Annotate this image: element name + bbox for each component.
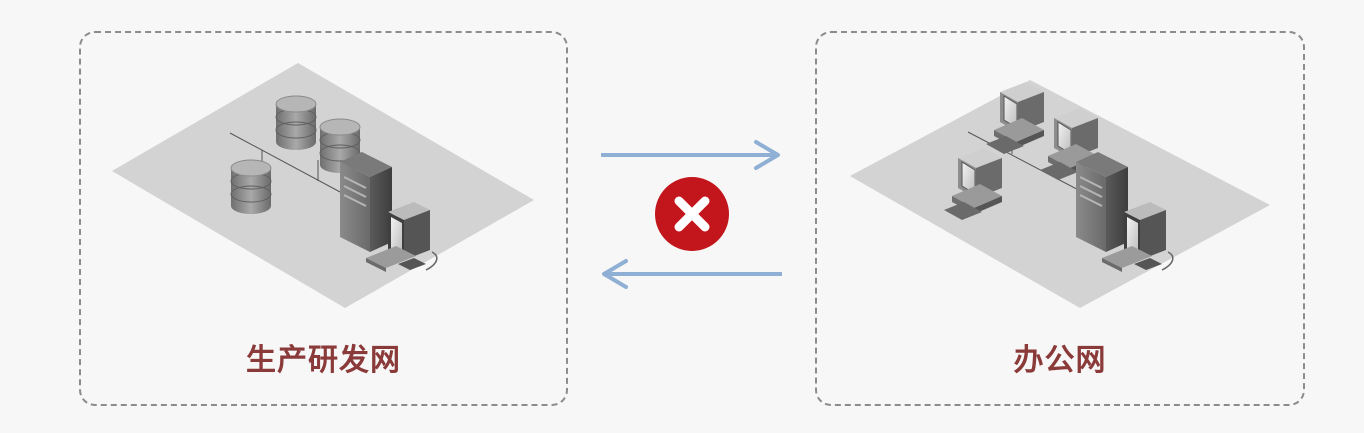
close-icon	[655, 177, 729, 251]
arrow-left	[602, 259, 782, 289]
zone-label-left: 生产研发网	[246, 343, 401, 378]
right-platform	[850, 80, 1270, 308]
arrow-right	[601, 140, 780, 170]
zone-label-right: 办公网	[1013, 343, 1107, 378]
office-network-zone: 办公网	[815, 31, 1305, 406]
production-rd-network-zone: 生产研发网	[79, 31, 568, 406]
